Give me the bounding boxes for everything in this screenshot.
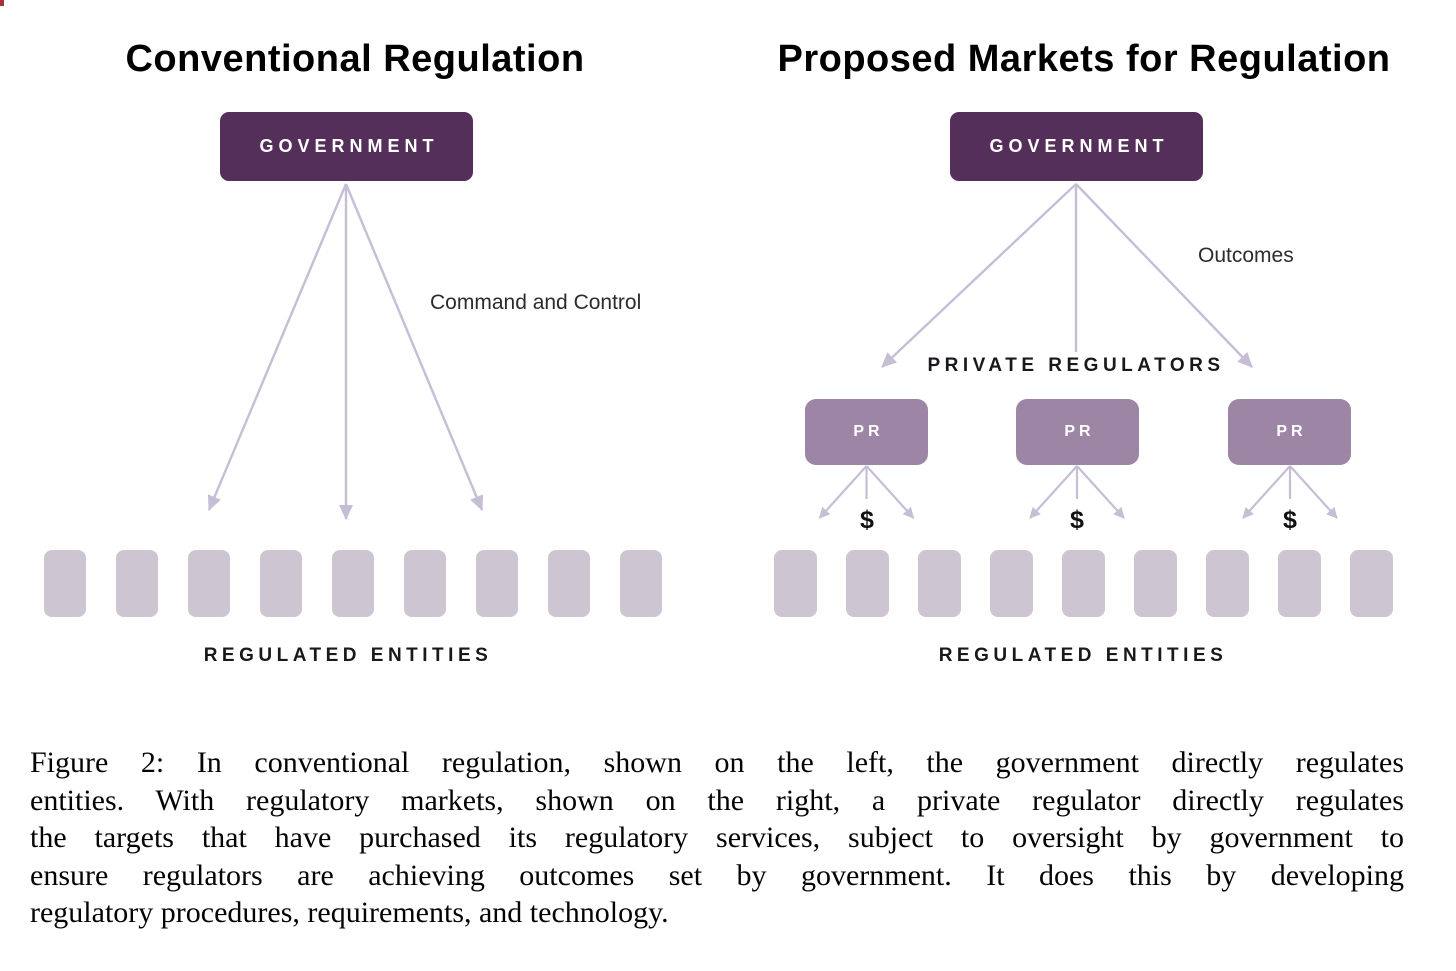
caption-line: Figure 2: In conventional regulation, sh… xyxy=(30,746,1404,779)
regulated-entities-label-right: REGULATED ENTITIES xyxy=(938,645,1228,666)
private-regulators-label: PRIVATE REGULATORS xyxy=(927,355,1225,376)
arrow xyxy=(344,183,484,511)
regulated-entities-label-left: REGULATED ENTITIES xyxy=(203,645,493,666)
government-label: GOVERNMENT xyxy=(989,136,1169,156)
right-panel-title: Proposed Markets for Regulation xyxy=(777,38,1391,80)
entity-box xyxy=(1134,550,1177,617)
arrow xyxy=(881,183,1077,368)
entity-box xyxy=(404,550,446,617)
entity-box xyxy=(260,550,302,617)
pr-box-2: PR xyxy=(1016,399,1139,465)
entity-box xyxy=(548,550,590,617)
caption-line: regulatory procedures, requirements, and… xyxy=(30,896,669,930)
caption-line: the targets that have purchased its regu… xyxy=(30,821,1404,855)
entity-box xyxy=(44,550,86,617)
entity-box xyxy=(918,550,961,617)
government-box-right: GOVERNMENT xyxy=(950,112,1203,181)
entity-box xyxy=(476,550,518,617)
pr-label: PR xyxy=(1064,423,1095,440)
entity-box xyxy=(1350,550,1393,617)
pr-box-1: PR xyxy=(805,399,928,465)
corner-artifact xyxy=(0,0,4,6)
pr-label: PR xyxy=(853,423,884,440)
entity-row-left xyxy=(44,550,662,617)
arrow xyxy=(1075,183,1253,368)
entity-box xyxy=(116,550,158,617)
entity-box xyxy=(332,550,374,617)
government-label: GOVERNMENT xyxy=(259,136,439,156)
left-panel-title: Conventional Regulation xyxy=(125,38,585,80)
entity-box xyxy=(774,550,817,617)
entity-box xyxy=(1062,550,1105,617)
entity-box xyxy=(1206,550,1249,617)
right-government-arrows xyxy=(881,183,1253,368)
arrow xyxy=(207,183,348,511)
entity-box xyxy=(188,550,230,617)
entity-box xyxy=(846,550,889,617)
government-box-left: GOVERNMENT xyxy=(220,112,473,181)
entity-box xyxy=(1278,550,1321,617)
left-government-arrows xyxy=(207,183,484,520)
entity-box xyxy=(990,550,1033,617)
dollar-sign: $ xyxy=(860,506,874,534)
dollar-sign: $ xyxy=(1070,506,1084,534)
pr-label: PR xyxy=(1276,423,1307,440)
command-and-control-label: Command and Control xyxy=(430,291,642,314)
caption-line: entities. With regulatory markets, shown… xyxy=(30,783,1404,817)
caption-line: ensure regulators are achieving outcomes… xyxy=(30,858,1404,892)
entity-row-right xyxy=(774,550,1393,617)
pr-box-3: PR xyxy=(1228,399,1351,465)
dollar-sign: $ xyxy=(1283,506,1297,534)
outcomes-label: Outcomes xyxy=(1198,244,1294,267)
figure-caption: Figure 2: In conventional regulation, sh… xyxy=(30,744,1404,932)
entity-box xyxy=(620,550,662,617)
